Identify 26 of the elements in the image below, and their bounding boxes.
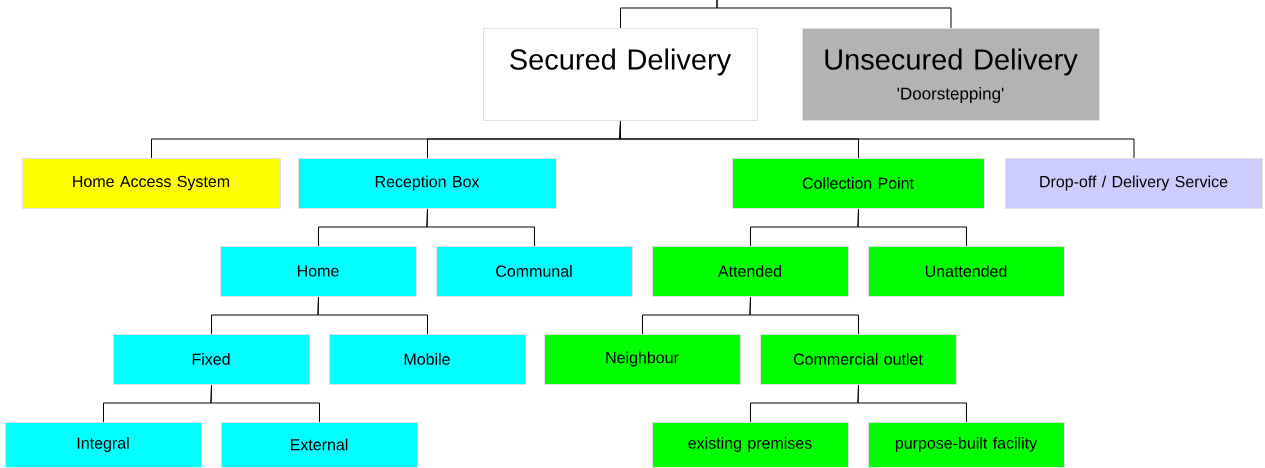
connector-line xyxy=(426,208,535,247)
connector-line xyxy=(210,384,320,423)
category-box: Attended xyxy=(652,246,849,297)
connector-line xyxy=(716,0,952,29)
connector-line xyxy=(857,384,967,423)
category-box: Unattended xyxy=(868,246,1065,297)
category-box: Fixed xyxy=(113,334,310,385)
connector-line xyxy=(317,296,428,335)
category-box: purpose-built facility xyxy=(868,422,1065,468)
category-box: existing premises xyxy=(652,422,849,468)
category-box: Communal xyxy=(436,246,633,297)
connector-line xyxy=(619,120,1135,159)
category-box: Home Access System xyxy=(22,158,281,209)
category-box: Unsecured Delivery 'Doorstepping' xyxy=(802,28,1100,121)
category-box: Mobile xyxy=(329,334,526,385)
connector-line xyxy=(749,296,859,335)
category-box: Collection Point xyxy=(732,158,985,209)
category-box: Home xyxy=(220,246,417,297)
category-box: Secured Delivery xyxy=(483,28,758,121)
category-box: Drop-off / Delivery Service xyxy=(1005,158,1263,209)
category-box: Integral xyxy=(5,422,202,468)
category-box: Reception Box xyxy=(298,158,557,209)
category-box: Neighbour xyxy=(544,334,741,385)
category-box: External xyxy=(221,422,418,468)
category-box: Commercial outlet xyxy=(760,334,957,385)
connector-line xyxy=(857,208,967,247)
